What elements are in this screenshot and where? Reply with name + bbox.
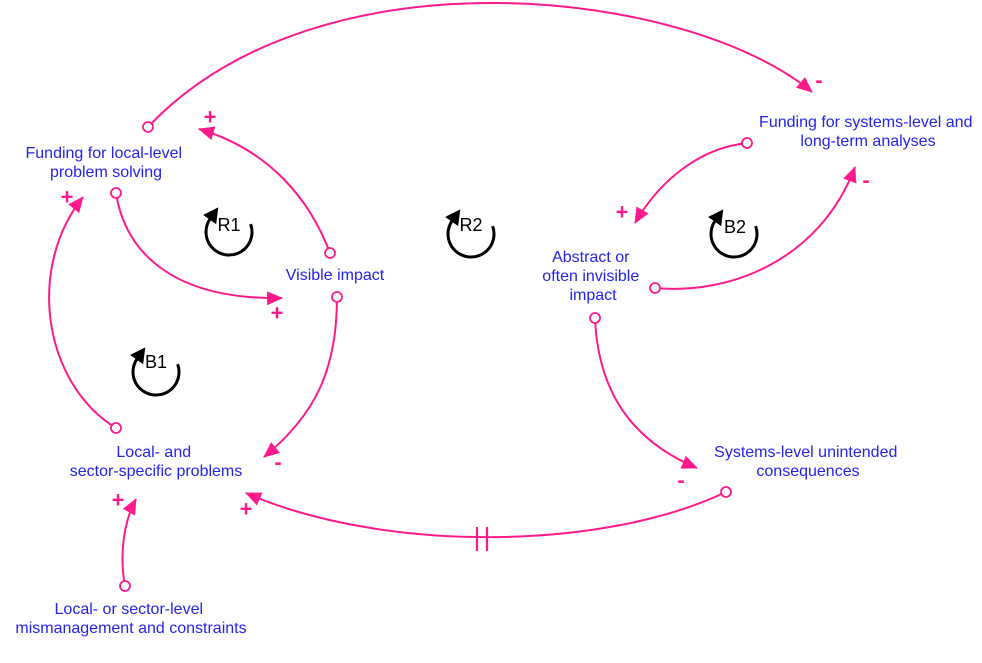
loop-label: R1 [217, 215, 240, 235]
link-origin-circle [649, 282, 661, 294]
link-funding-local-to-funding-systems: - [142, 2, 823, 133]
variable-label-line: often invisible [542, 268, 639, 285]
link-origin-circle [119, 580, 131, 592]
polarity-sign: + [616, 200, 629, 225]
link-curve [245, 491, 727, 539]
polarity-sign: + [204, 105, 217, 130]
link-origin-circle [331, 291, 343, 303]
link-curve [654, 166, 857, 290]
variable-mismanagement-constraints: Local- or sector-level mismanagement and… [15, 601, 246, 637]
variable-label-line: consequences [756, 463, 859, 480]
variable-label-line: problem solving [50, 164, 162, 181]
loop-b2: B2 [708, 209, 759, 259]
link-curve [48, 196, 117, 429]
polarity-sign: + [271, 301, 284, 326]
link-origin-circle [589, 312, 601, 324]
loop-r1: R1 [203, 207, 254, 257]
loop-arrow-icon [130, 347, 181, 397]
link-curve [121, 498, 137, 587]
link-visible-impact-to-funding-local: + [198, 105, 336, 259]
link-unintended-consequences-to-local-problems: + [240, 486, 732, 551]
polarity-sign: - [677, 468, 684, 493]
link-mismanagement-to-local-problems: + [112, 488, 137, 592]
variable-label-line: Funding for local-level [26, 145, 183, 162]
loop-label: B1 [145, 352, 167, 372]
link-origin-circle [110, 187, 122, 199]
link-curve [594, 317, 698, 469]
polarity-sign: + [112, 488, 125, 513]
polarity-sign: - [815, 68, 822, 93]
link-visible-impact-to-local-problems: - [263, 291, 343, 475]
variable-funding-local-level: Funding for local-level problem solving [26, 145, 187, 181]
link-curve [263, 296, 338, 458]
polarity-sign: + [240, 497, 253, 522]
link-origin-circle [720, 486, 732, 498]
link-origin-circle [110, 422, 122, 434]
polarity-sign: - [274, 450, 281, 475]
variable-label-line: sector-specific problems [70, 463, 243, 480]
variable-label-line: long-term analyses [800, 133, 935, 150]
link-funding-systems-to-abstract-impact: + [616, 137, 753, 225]
loop-arrow-icon [445, 209, 496, 259]
variable-label-line: Local- and [116, 444, 191, 461]
variable-label-line: impact [569, 287, 617, 304]
loop-b1: B1 [130, 347, 181, 397]
link-curve [115, 192, 283, 306]
variable-label-line: Local- or sector-level [55, 601, 204, 618]
link-origin-circle [324, 247, 336, 259]
variable-unintended-consequences: Systems-level unintended consequences [714, 444, 902, 480]
link-origin-circle [741, 137, 753, 149]
variable-label-line: Systems-level unintended [714, 444, 897, 461]
loop-arrow-icon [203, 207, 254, 257]
link-origin-circle [142, 121, 154, 133]
delay-mark-icon [475, 527, 489, 551]
variable-label-line: mismanagement and constraints [15, 620, 246, 637]
variable-local-sector-problems: Local- and sector-specific problems [70, 444, 243, 480]
polarity-sign: + [61, 185, 74, 210]
variable-label-line: Visible impact [286, 267, 385, 284]
polarity-sign: - [862, 168, 869, 193]
loop-label: B2 [724, 217, 746, 237]
variable-label-line: Abstract or [552, 249, 630, 266]
loop-label: R2 [459, 215, 482, 235]
link-curve [147, 2, 813, 128]
variable-funding-systems-level: Funding for systems-level and long-term … [759, 114, 977, 150]
link-abstract-impact-to-funding-systems: - [649, 166, 870, 294]
variable-label-line: Funding for systems-level and [759, 114, 972, 131]
variable-visible-impact: Visible impact [286, 267, 385, 284]
loop-arrow-icon [708, 209, 759, 259]
variable-abstract-impact: Abstract or often invisible impact [542, 249, 643, 304]
link-curve [634, 142, 748, 224]
loop-r2: R2 [445, 209, 496, 259]
link-funding-local-to-visible-impact: + [110, 187, 284, 326]
link-local-problems-to-funding-local: + [48, 185, 122, 434]
link-curve [198, 126, 331, 254]
link-abstract-impact-to-unintended-consequences: - [589, 312, 698, 493]
